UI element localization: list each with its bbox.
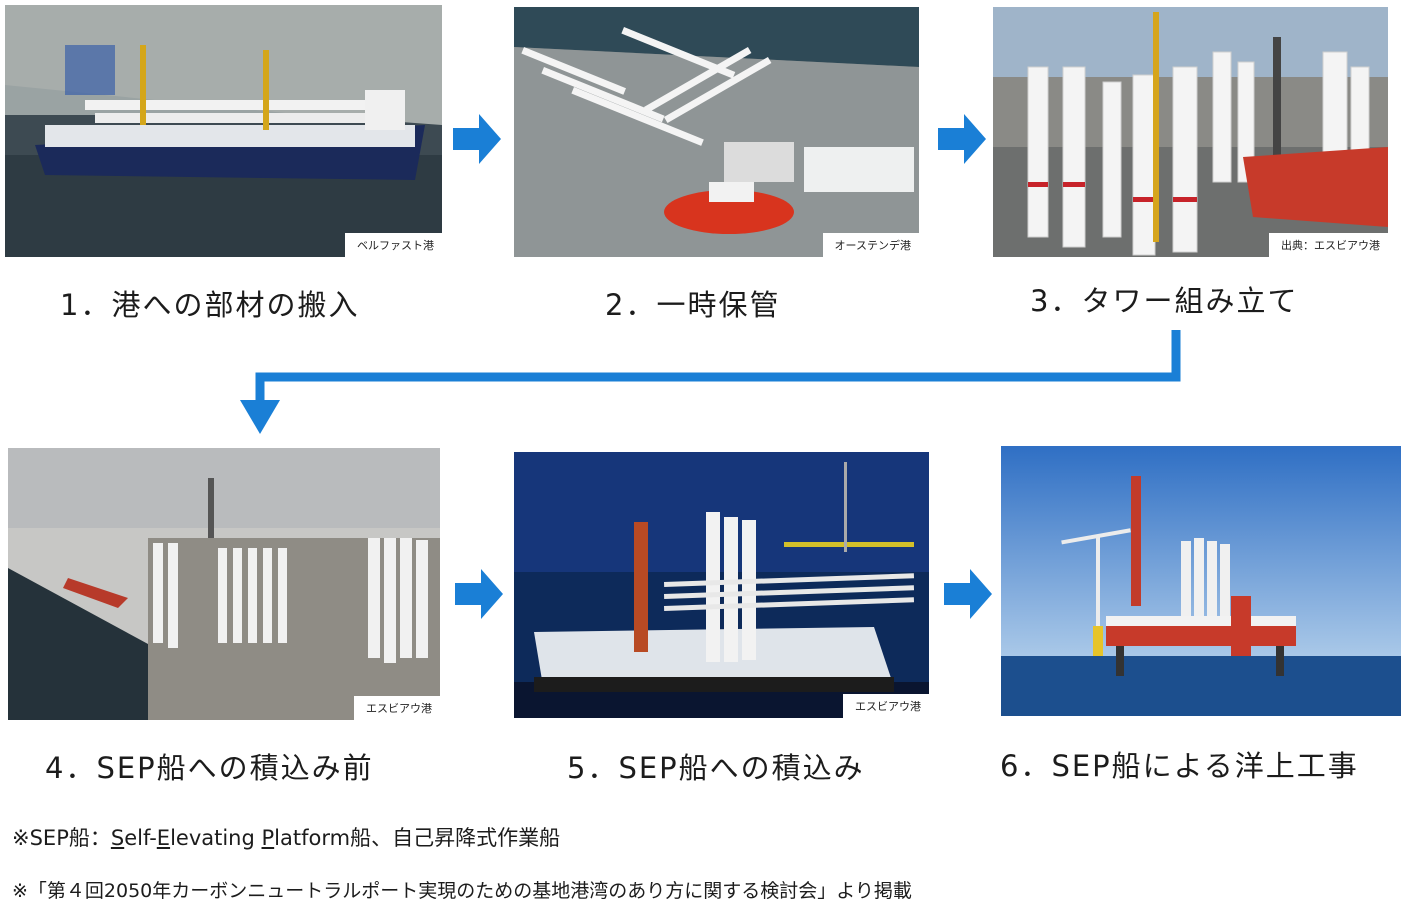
right-arrow-icon [455, 569, 503, 619]
photo-credit: エスビアウ港 [354, 696, 440, 720]
cargo-ship-with-blades-photo: ベルファスト港 [5, 5, 442, 257]
photo-credit: ベルファスト港 [345, 233, 442, 257]
night-loading-photo: エスビアウ港 [514, 452, 929, 718]
step-6-label: 6．SEP船による洋上工事 [1000, 749, 1359, 783]
right-arrow-icon [938, 114, 986, 164]
step-3-label: 3．タワー組み立て [1030, 284, 1299, 318]
note-e: E [156, 826, 171, 850]
note-levating: levating [170, 826, 262, 850]
right-arrow-icon [453, 114, 501, 164]
source-note: ※「第４回2050年カーボンニュートラルポート実現のための基地港湾のあり方に関す… [12, 880, 912, 902]
note-s: S [110, 826, 125, 850]
note-p: P [261, 826, 275, 850]
step-1-label: 1．港への部材の搬入 [60, 288, 360, 322]
right-arrow-icon [944, 569, 992, 619]
note-rest: latform船、自己昇降式作業船 [274, 826, 561, 850]
note-elf: elf- [124, 826, 157, 850]
step-4-label: 4．SEP船への積込み前 [45, 751, 374, 785]
photo-credit: オーステンデ港 [822, 233, 919, 257]
tower-assembly-photo: 出典：エスビアウ港 [993, 7, 1388, 257]
step-5-label: 5．SEP船への積込み [567, 751, 865, 785]
sep-definition-note: ※SEP船：Self-Elevating Platform船、自己昇降式作業船 [12, 822, 560, 852]
photo-credit: 出典：エスビアウ港 [1269, 233, 1388, 257]
port-storage-yard-photo: オーステンデ港 [514, 7, 919, 257]
offshore-installation-photo [1001, 446, 1401, 716]
return-arrow-icon [240, 330, 1181, 434]
note-prefix: ※SEP船： [12, 826, 111, 850]
photo-credit: エスビアウ港 [843, 694, 929, 718]
pre-loading-yard-photo: エスビアウ港 [8, 448, 440, 720]
step-2-label: 2．一時保管 [605, 288, 781, 322]
